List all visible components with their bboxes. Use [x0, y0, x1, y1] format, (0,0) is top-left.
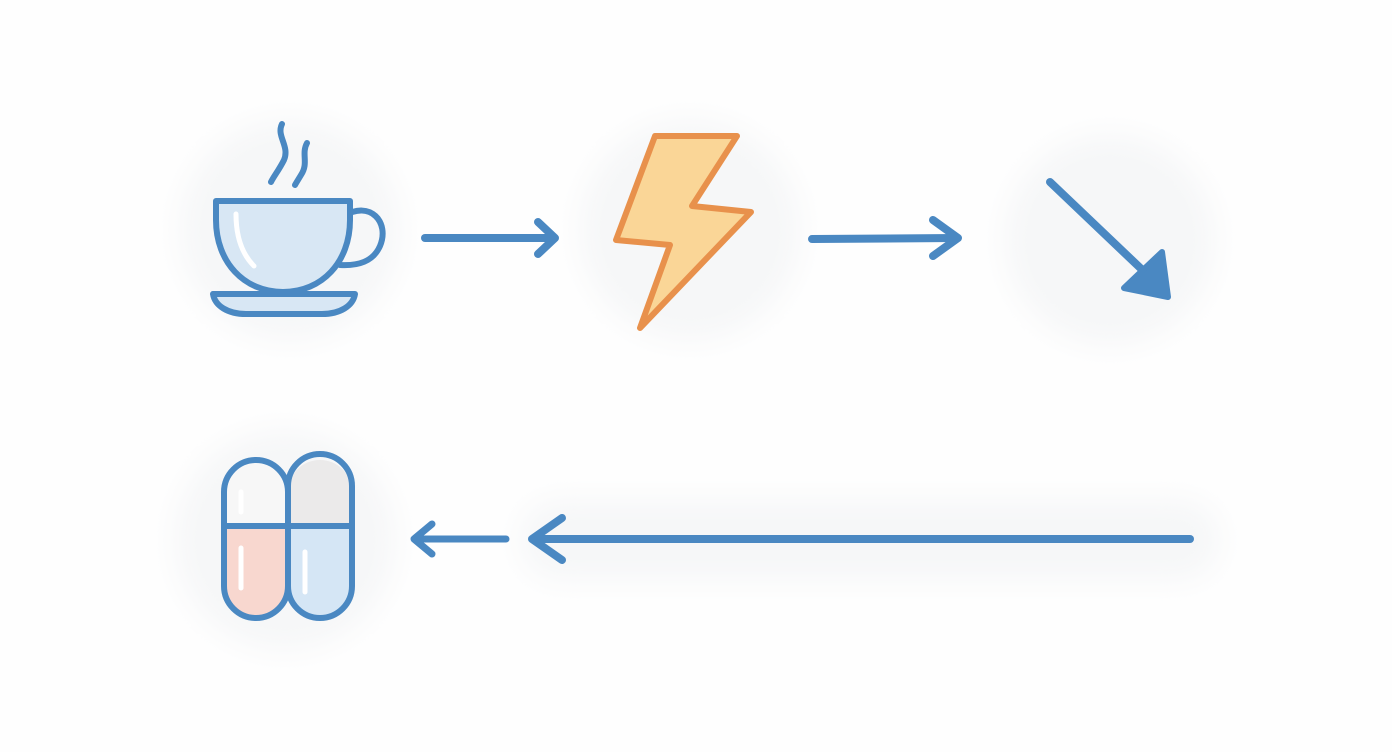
down-right-arrow-icon: [1046, 178, 1171, 300]
arrow-cup-to-bolt: [421, 218, 559, 258]
arrow-head: [528, 514, 566, 564]
arrow-head: [410, 520, 436, 558]
arrow-bolt-to-decline: [808, 216, 962, 260]
steam-line-1: [268, 121, 289, 185]
capsule-right: [285, 451, 355, 621]
arrow-head: [929, 216, 962, 260]
saucer: [210, 291, 358, 317]
bolt-shape: [613, 133, 754, 331]
steam-line-2: [292, 140, 310, 188]
return-arrow-short: [410, 520, 510, 558]
arrow-head: [534, 218, 559, 258]
capsule-pills-icon: [221, 451, 355, 621]
capsule-right-outline: [285, 451, 355, 621]
lightning-bolt-icon: [613, 133, 754, 331]
arrow-shaft: [808, 234, 960, 243]
capsule-right-bottom: [288, 526, 352, 618]
coffee-cup-icon: [210, 121, 386, 317]
cup-highlight: [233, 211, 257, 269]
arrow-shaft: [1046, 178, 1159, 286]
capsule-left: [221, 457, 291, 621]
return-arrow-long: [528, 514, 1194, 564]
capsule-right-top: [288, 460, 352, 526]
cup-handle: [337, 207, 386, 269]
capsule-left-bottom: [224, 526, 288, 618]
arrow-head: [1121, 249, 1171, 300]
